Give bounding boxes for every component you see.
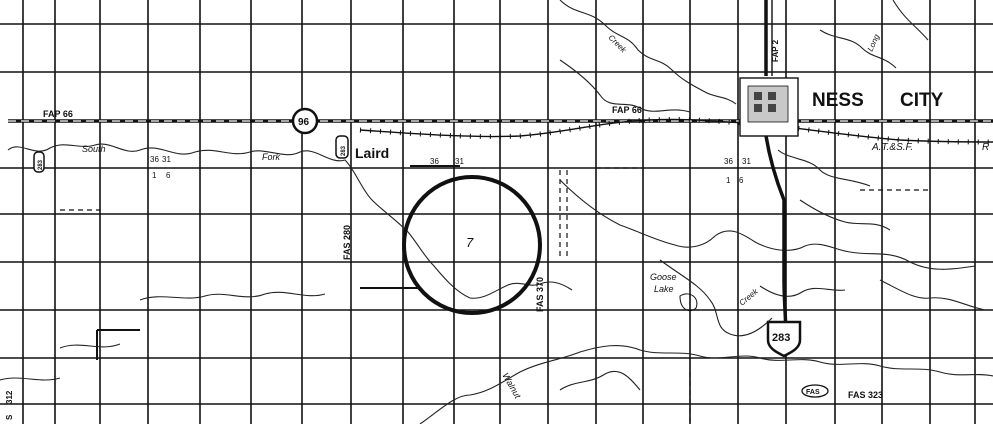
corner-6-a: 6 [166,171,171,180]
label-fas-small: FAS [806,389,820,396]
label-city: CITY [900,90,944,111]
label-lake: Lake [654,284,674,294]
label-us-283: 283 [772,332,790,344]
corner-31-b: 31 [455,157,464,166]
label-railroad: A.T.&S.F. [871,142,913,153]
label-creek-goose: Creek [738,286,761,307]
label-south: South [82,144,106,154]
survey-circle-7[interactable] [402,175,542,315]
label-goose: Goose [650,272,677,282]
label-walnut: Walnut [500,371,523,401]
corner-31-a: 31 [162,155,171,164]
corner-1-a: 1 [152,171,157,180]
corner-36-c: 36 [724,157,733,166]
corner-1-c: 1 [726,176,731,185]
corner-6-c: 6 [739,176,744,185]
label-circle-7: 7 [466,235,474,250]
ness-city-urban [739,77,799,137]
left-edge-shield [33,151,45,173]
section-grid [22,0,976,424]
label-fap-66-west: FAP 66 [43,109,73,119]
laird-shield [335,135,349,159]
creek-south-fork [7,143,509,299]
fas-small-shield [801,384,829,398]
label-fas-280: FAS 280 [342,225,352,260]
creek-north [559,0,737,105]
label-highway-96: 96 [298,117,310,128]
creek-goose [559,179,976,270]
corner-36-b: 36 [430,157,439,166]
label-laird: Laird [355,145,389,161]
corner-36-a: 36 [150,155,159,164]
label-ness: NESS [812,90,864,111]
edge-s: S [5,414,14,420]
label-shield-left: 283 [38,159,44,170]
creek-walnut [419,344,993,424]
label-fas-370: FAS 370 [535,277,545,312]
edge-312: 312 [5,390,14,404]
label-rail-tail: R [982,142,989,153]
label-fap-66-east: FAP 66 [612,105,642,115]
us-283-shield [766,320,802,358]
corner-31-c: 31 [742,157,751,166]
offset-roads [96,165,460,360]
label-creek-north: Creek [607,33,629,55]
label-fas-323: FAS 323 [848,390,883,400]
label-shield-laird: 283 [341,145,347,156]
label-fap-2: FAP 2 [771,39,780,62]
highway-283 [764,0,788,341]
section-grid-horizontal [0,23,993,405]
highway-96-shield [291,107,319,135]
label-fork: Fork [262,152,281,162]
label-long: Long [866,32,882,52]
railroad-atsf [359,116,993,145]
unimproved-roads [60,167,930,424]
lakes [679,293,698,312]
